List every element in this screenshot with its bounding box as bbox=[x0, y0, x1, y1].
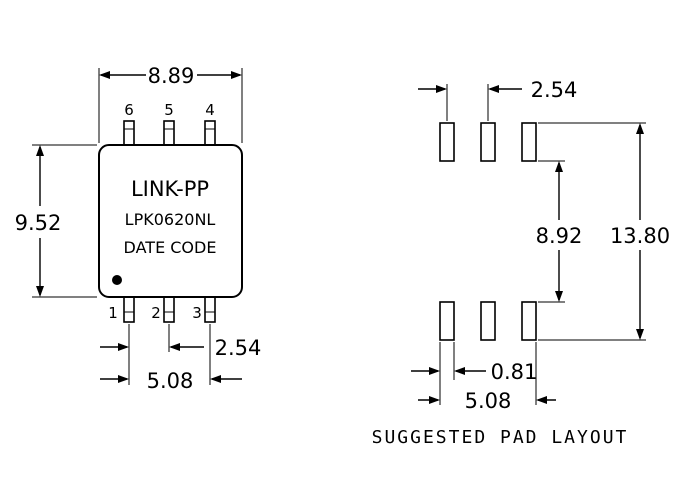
dimension-pad-pitch: 2.54 bbox=[418, 78, 577, 121]
pin-number-4: 4 bbox=[205, 101, 215, 119]
pin-number-3: 3 bbox=[192, 304, 202, 322]
dimension-lead-span: 5.08 bbox=[100, 369, 242, 393]
dim-label-pad-span: 5.08 bbox=[465, 389, 512, 413]
dim-label-pad-outer-span: 13.80 bbox=[610, 224, 670, 248]
marking-date-code: DATE CODE bbox=[124, 238, 217, 257]
lead-pin-6 bbox=[123, 120, 135, 149]
dim-label-pad-width: 0.81 bbox=[491, 360, 538, 384]
dim-label-pad-inner-span: 8.92 bbox=[536, 224, 583, 248]
dimension-pad-outer-span: 13.80 bbox=[538, 122, 670, 341]
lead-pin-3 bbox=[204, 293, 216, 323]
pad-layout-view: 2.54 8.92 13.80 bbox=[372, 78, 670, 448]
package-outline-view: LINK-PP LPK0620NL DATE CODE 6 5 4 1 2 3 … bbox=[15, 64, 262, 393]
dimension-pad-span: 5.08 bbox=[418, 342, 556, 413]
package-body bbox=[98, 144, 243, 298]
pad-bottom-left bbox=[439, 301, 455, 341]
pin-number-5: 5 bbox=[164, 101, 174, 119]
lead-pin-2 bbox=[163, 293, 175, 323]
pin-number-1: 1 bbox=[108, 304, 118, 322]
pin1-indicator-dot bbox=[112, 275, 122, 285]
lead-pin-5 bbox=[163, 120, 175, 149]
dimension-pad-width: 0.81 bbox=[411, 342, 537, 405]
pad-top-middle bbox=[480, 122, 496, 162]
pin-number-6: 6 bbox=[124, 101, 134, 119]
dim-label-width: 8.89 bbox=[148, 64, 195, 88]
dimension-pad-inner-span: 8.92 bbox=[536, 160, 583, 303]
top-leads bbox=[123, 120, 216, 149]
lead-pin-4 bbox=[204, 120, 216, 149]
marking-part-number: LPK0620NL bbox=[125, 210, 216, 229]
dim-label-lead-span: 5.08 bbox=[147, 369, 194, 393]
pin-number-2: 2 bbox=[151, 304, 161, 322]
dim-label-height: 9.52 bbox=[15, 211, 62, 235]
pad-bottom-middle bbox=[480, 301, 496, 341]
pad-top-left bbox=[439, 122, 455, 162]
marking-brand: LINK-PP bbox=[131, 177, 209, 201]
dimension-lead-pitch: 2.54 bbox=[100, 324, 261, 385]
pad-layout-caption: SUGGESTED PAD LAYOUT bbox=[372, 427, 629, 448]
pad-bottom-right bbox=[521, 301, 537, 341]
dim-label-lead-pitch: 2.54 bbox=[215, 336, 262, 360]
dimension-width: 8.89 bbox=[98, 64, 243, 143]
pad-top-right bbox=[521, 122, 537, 162]
dim-label-pad-pitch: 2.54 bbox=[531, 78, 578, 102]
lead-pin-1 bbox=[123, 293, 135, 323]
dimension-height: 9.52 bbox=[15, 144, 97, 298]
